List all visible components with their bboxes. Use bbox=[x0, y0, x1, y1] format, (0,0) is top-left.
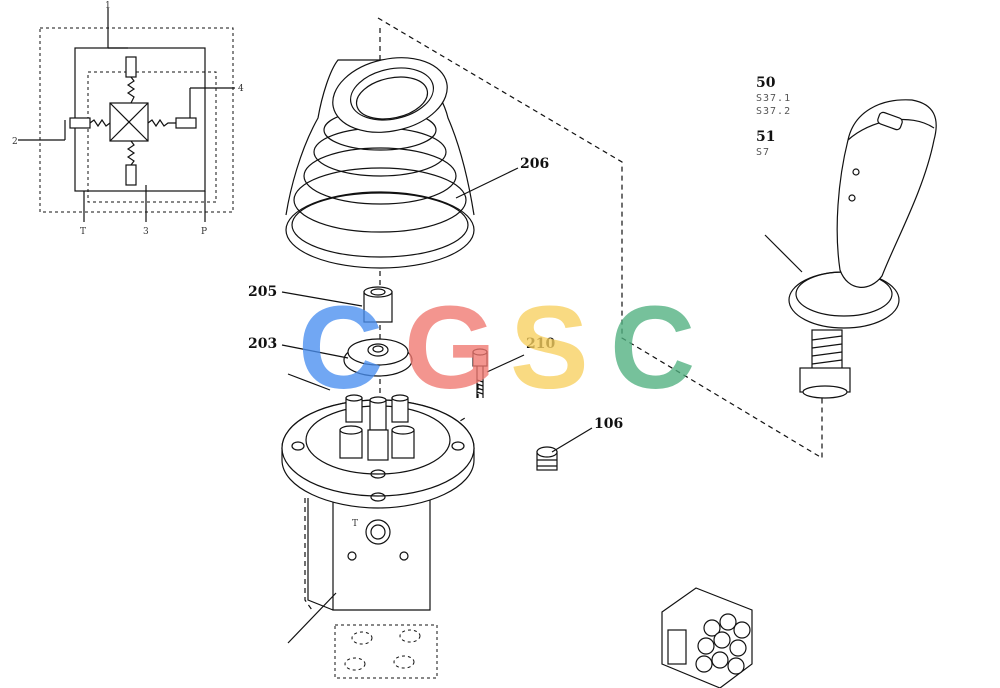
port-label-t: T bbox=[80, 227, 86, 237]
reference-50-a: S37.1 bbox=[756, 93, 791, 104]
watermark-letter-c2: C bbox=[610, 282, 695, 414]
electrical-connector bbox=[661, 587, 753, 688]
port-label-4: 4 bbox=[238, 84, 244, 94]
screw-part bbox=[472, 348, 488, 398]
joystick-handle bbox=[788, 99, 937, 399]
reference-50-b: S37.2 bbox=[756, 106, 791, 117]
port-label-3: 3 bbox=[143, 227, 149, 237]
washer-part bbox=[343, 338, 413, 377]
schematic-outer-boundary bbox=[39, 27, 234, 213]
watermark-logo: C G S C bbox=[298, 282, 695, 414]
callout-205: 205 bbox=[248, 284, 277, 300]
body-port-mark: T bbox=[352, 519, 358, 529]
watermark-letter-g: G bbox=[404, 282, 496, 414]
callout-106: 106 bbox=[594, 416, 623, 432]
callout-203: 203 bbox=[248, 336, 277, 352]
reference-51: S7 bbox=[756, 147, 770, 158]
leader-lines bbox=[281, 167, 803, 644]
schematic-valve-right bbox=[175, 117, 197, 129]
port-label-2: 2 bbox=[12, 137, 18, 147]
watermark-letter-s: S bbox=[510, 282, 589, 414]
schematic-valve-top bbox=[125, 56, 137, 78]
port-label-p: P bbox=[201, 227, 207, 237]
callout-206: 206 bbox=[520, 156, 549, 172]
valve-body: T bbox=[281, 394, 475, 611]
rubber-boot bbox=[285, 57, 475, 269]
schematic-valve-left bbox=[69, 117, 91, 129]
port-label-1: 1 bbox=[105, 1, 111, 11]
callout-50: 50 bbox=[756, 75, 776, 91]
callout-51: 51 bbox=[756, 129, 775, 145]
schematic-inner-boundary bbox=[87, 71, 217, 203]
nut-part bbox=[363, 286, 393, 323]
watermark-letter-c1: C bbox=[298, 282, 383, 414]
callout-210: 210 bbox=[526, 336, 555, 352]
hydraulic-schematic: 1 2 3 4 T P bbox=[12, 1, 244, 237]
gasket-plate bbox=[334, 624, 438, 679]
schematic-valve-bottom bbox=[125, 164, 137, 186]
plug-part bbox=[536, 446, 558, 471]
callout-labels: 206 205 203 210 106 50 S37.1 S37.2 51 S7 bbox=[248, 75, 791, 432]
